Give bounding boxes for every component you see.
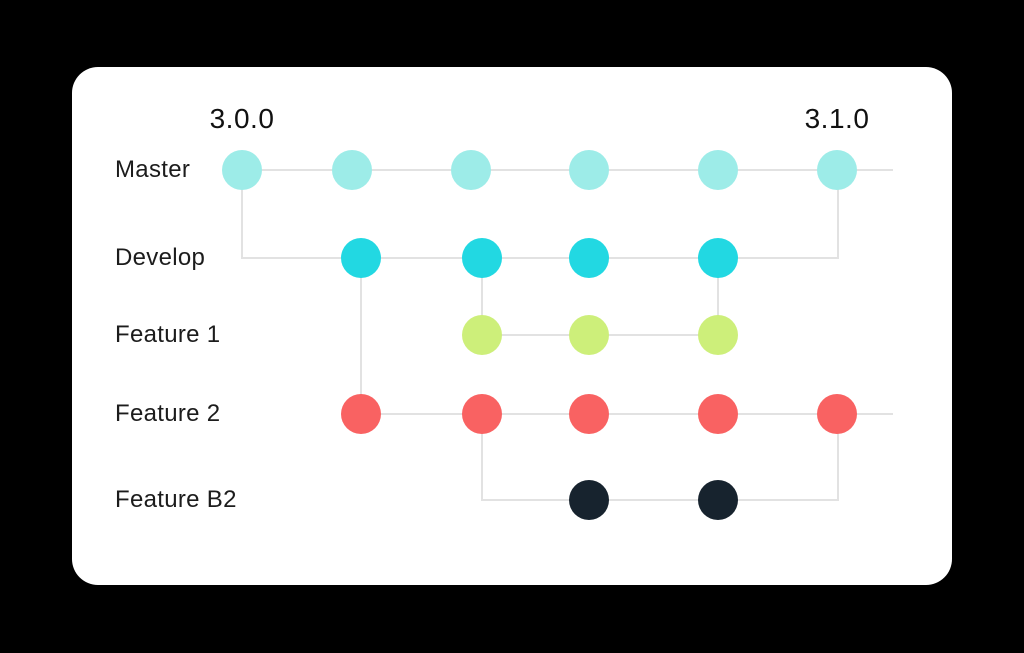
commit-dot-master-2 [332, 150, 372, 190]
commit-dot-master-6 [817, 150, 857, 190]
branch-master-to-develop-and-merge [241, 170, 839, 259]
branch-label-develop: Develop [115, 244, 206, 271]
commit-dot-develop-2 [462, 238, 502, 278]
branch-label-feature-2: Feature 2 [115, 400, 221, 427]
commit-dot-feature-b2-1 [569, 480, 609, 520]
commit-dot-develop-3 [569, 238, 609, 278]
version-tag-3-0-0: 3.0.0 [209, 103, 275, 134]
commit-dot-master-1 [222, 150, 262, 190]
commit-dot-develop-1 [341, 238, 381, 278]
commit-dot-feature-b2-2 [698, 480, 738, 520]
commit-dot-feature-1-1 [462, 315, 502, 355]
commit-dot-feature-2-2 [462, 394, 502, 434]
commit-dot-feature-2-1 [341, 394, 381, 434]
commit-dot-feature-1-2 [569, 315, 609, 355]
commit-dot-master-3 [451, 150, 491, 190]
commit-dot-feature-2-4 [698, 394, 738, 434]
version-tag-3-1-0: 3.1.0 [804, 103, 870, 134]
commit-dot-feature-2-3 [569, 394, 609, 434]
branch-label-feature-b2: Feature B2 [115, 486, 237, 513]
commit-dot-feature-1-3 [698, 315, 738, 355]
commit-dot-feature-2-5 [817, 394, 857, 434]
commit-dot-develop-4 [698, 238, 738, 278]
commit-dot-master-4 [569, 150, 609, 190]
commit-dot-master-5 [698, 150, 738, 190]
branch-label-feature-1: Feature 1 [115, 321, 221, 348]
branch-label-master: Master [115, 156, 191, 183]
branch-feature2-to-featureb2-and-merge [481, 414, 839, 501]
git-graph [222, 150, 893, 520]
